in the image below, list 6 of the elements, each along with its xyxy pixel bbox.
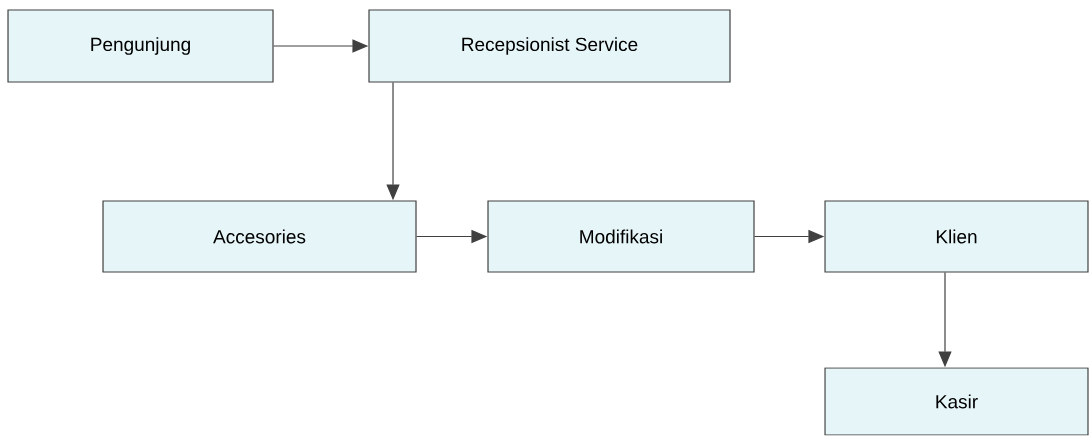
process-box: Klien	[824, 200, 1089, 273]
process-box: Kasir	[824, 367, 1089, 436]
process-box: Modifikasi	[487, 200, 755, 273]
process-box: Pengunjung	[7, 9, 274, 83]
process-box: Accesories	[102, 200, 417, 273]
process-box: Recepsionist Service	[368, 9, 731, 83]
